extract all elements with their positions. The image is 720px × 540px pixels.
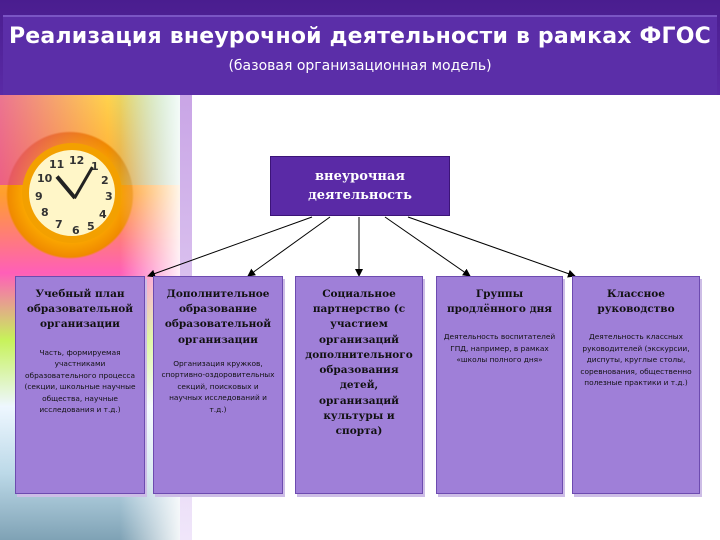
branch-box-curriculum: Учебный план образовательной организации… <box>15 276 145 494</box>
arrow-to-box-2 <box>247 216 331 277</box>
title-banner <box>0 0 720 95</box>
root-node-label: внеурочная деятельность <box>308 168 412 204</box>
branch-details: Деятельность классных руководителей (экс… <box>580 332 692 388</box>
page-subtitle: (базовая организационная модель) <box>228 58 492 74</box>
branch-details: Организация кружков, спортивно-оздоровит… <box>161 358 275 414</box>
root-node: внеурочная деятельность <box>270 156 450 216</box>
clock-number: 5 <box>87 220 95 233</box>
page-title: Реализация внеурочной деятельности в рам… <box>8 24 712 49</box>
clock-number: 12 <box>69 154 85 167</box>
branch-heading: Учебный план образовательной организации <box>26 288 134 331</box>
branch-heading: Социальное партнерство (с участием орган… <box>305 288 413 437</box>
clock-number: 1 <box>91 160 99 173</box>
branch-box-extended-day-groups: Группы продлённого дня Деятельность восп… <box>436 276 563 494</box>
branch-box-additional-education: Дополнительное образование образовательн… <box>153 276 283 494</box>
branch-heading: Дополнительное образование образовательн… <box>164 288 272 346</box>
clock-number: 4 <box>99 208 107 221</box>
clock-icon: 12 1 2 3 4 5 6 7 8 9 10 11 <box>22 143 122 243</box>
title-banner-inner <box>3 15 717 95</box>
branch-box-class-management: Классное руководство Деятельность классн… <box>572 276 700 494</box>
clock-number: 9 <box>35 190 43 203</box>
clock-number: 2 <box>101 174 109 187</box>
clock-number: 7 <box>55 218 63 231</box>
branch-details: Деятельность воспитателей ГПД, например,… <box>443 332 556 365</box>
branch-heading: Группы продлённого дня <box>446 288 553 316</box>
clock-number: 11 <box>49 158 65 171</box>
branch-heading: Классное руководство <box>597 288 675 316</box>
arrow-to-box-4 <box>384 216 471 277</box>
branch-details: Часть, формируемая участниками образоват… <box>24 347 136 414</box>
clock-number: 6 <box>72 224 80 237</box>
clock-number: 3 <box>105 190 113 203</box>
clock-number: 10 <box>37 172 53 185</box>
arrow-to-box-5 <box>407 216 576 278</box>
clock-minute-hand <box>73 166 94 199</box>
clock-number: 8 <box>41 206 49 219</box>
branch-box-social-partnership: Социальное партнерство (с участием орган… <box>295 276 423 494</box>
